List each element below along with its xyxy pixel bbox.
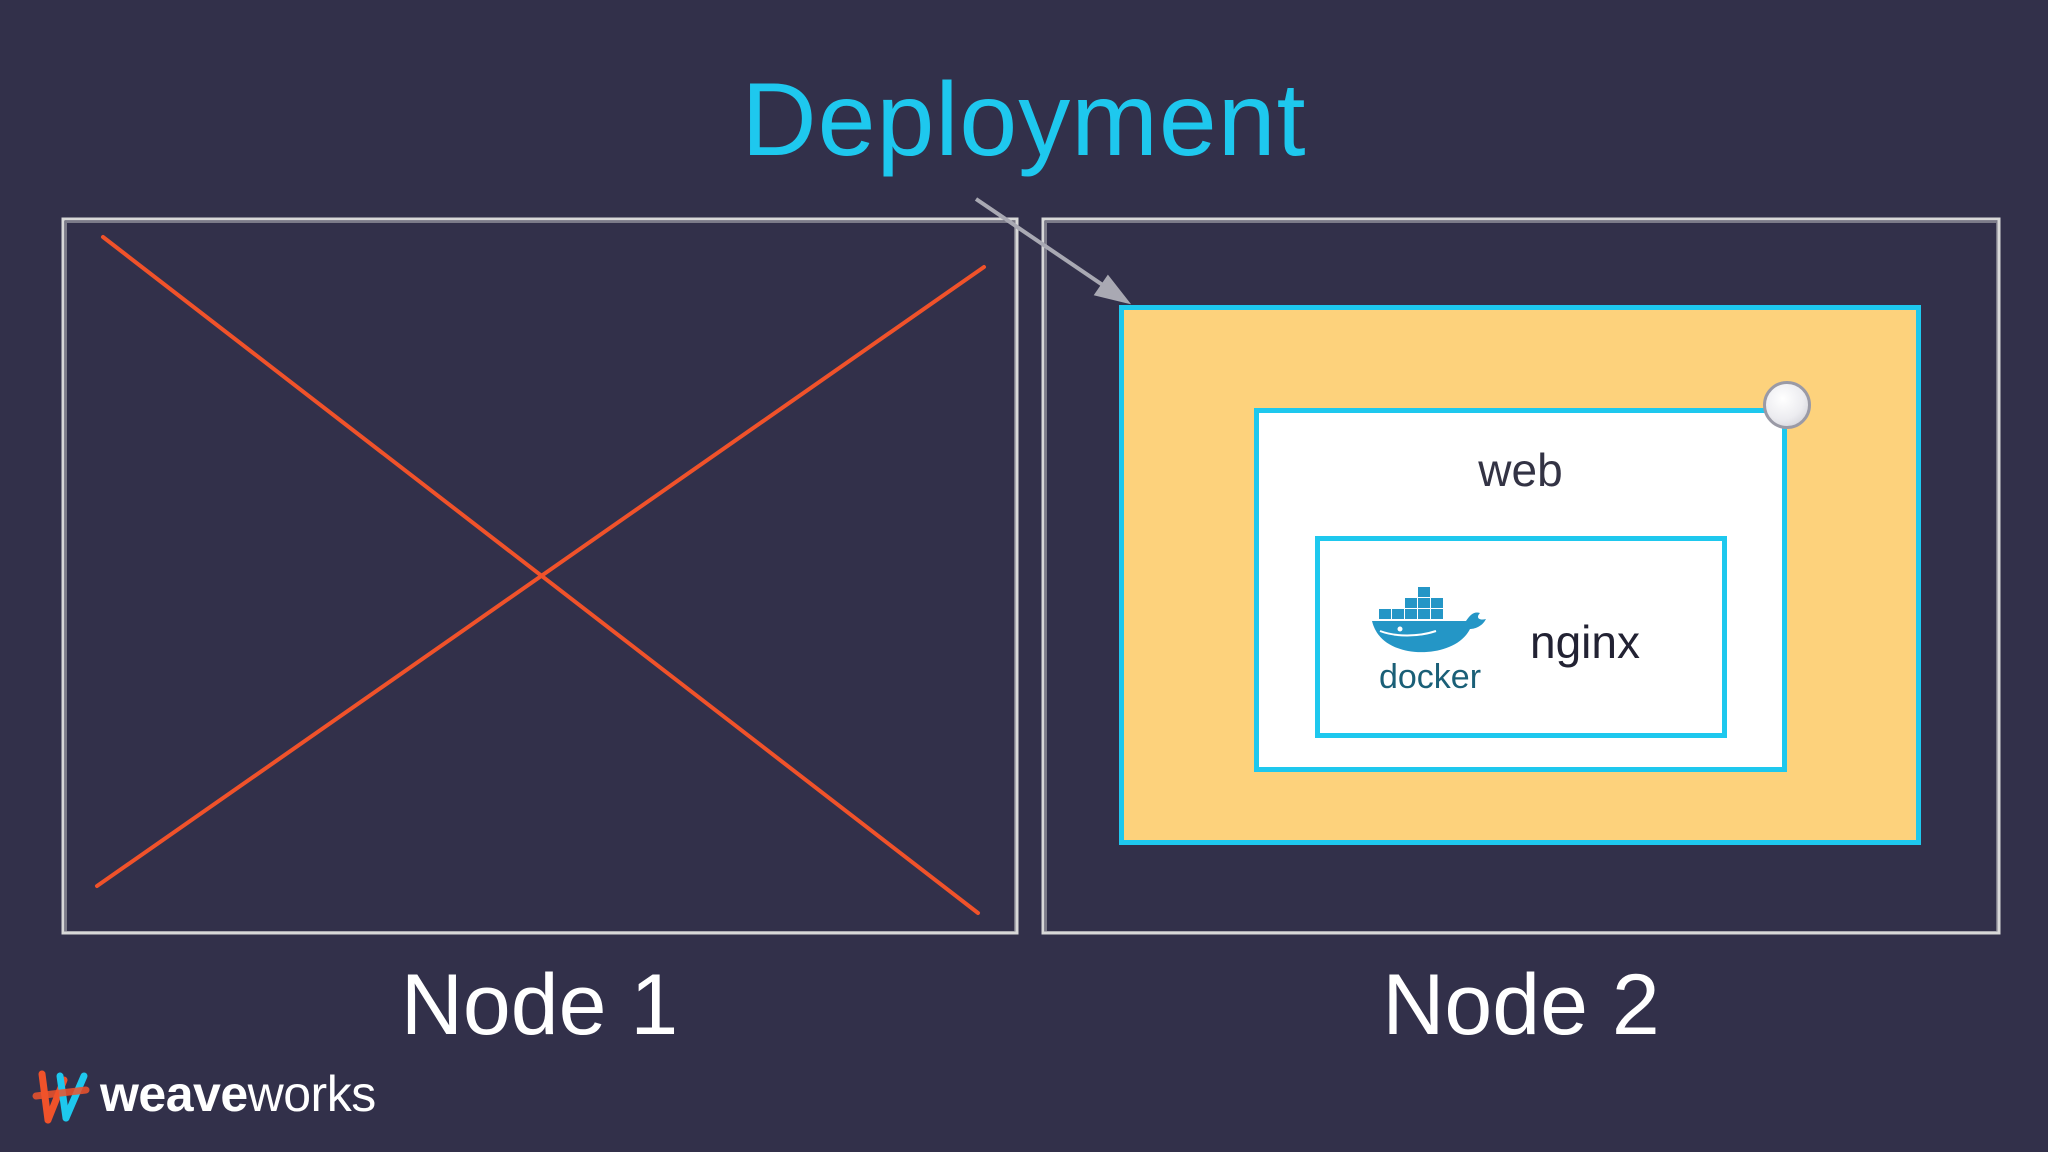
node-2-label: Node 2 [1382, 957, 1660, 1053]
brand-weave: weave [100, 1066, 248, 1122]
brand-works: works [247, 1066, 377, 1122]
pod-label: web [1478, 444, 1563, 496]
deployment-title: Deployment [741, 62, 1307, 178]
container-nginx: docker nginx [1315, 536, 1727, 738]
node-1-frame [61, 217, 1019, 935]
weaveworks-logo-icon [32, 1070, 90, 1124]
docker-wordmark: docker [1378, 658, 1482, 696]
cross-line-b [95, 265, 986, 888]
weaveworks-wordmark: weaveworks [100, 1066, 376, 1122]
deployment-arrow [974, 197, 1132, 305]
weaveworks-brand: weaveworks [32, 1062, 412, 1126]
docker-whale-icon [1372, 587, 1486, 653]
container-label: nginx [1530, 616, 1640, 668]
node-2-frame [1041, 217, 2001, 935]
node-1-failed-cross [95, 235, 986, 915]
pod-status-indicator [1763, 381, 1811, 429]
docker-logo: docker [1370, 587, 1490, 697]
node-1-label: Node 1 [400, 957, 679, 1053]
